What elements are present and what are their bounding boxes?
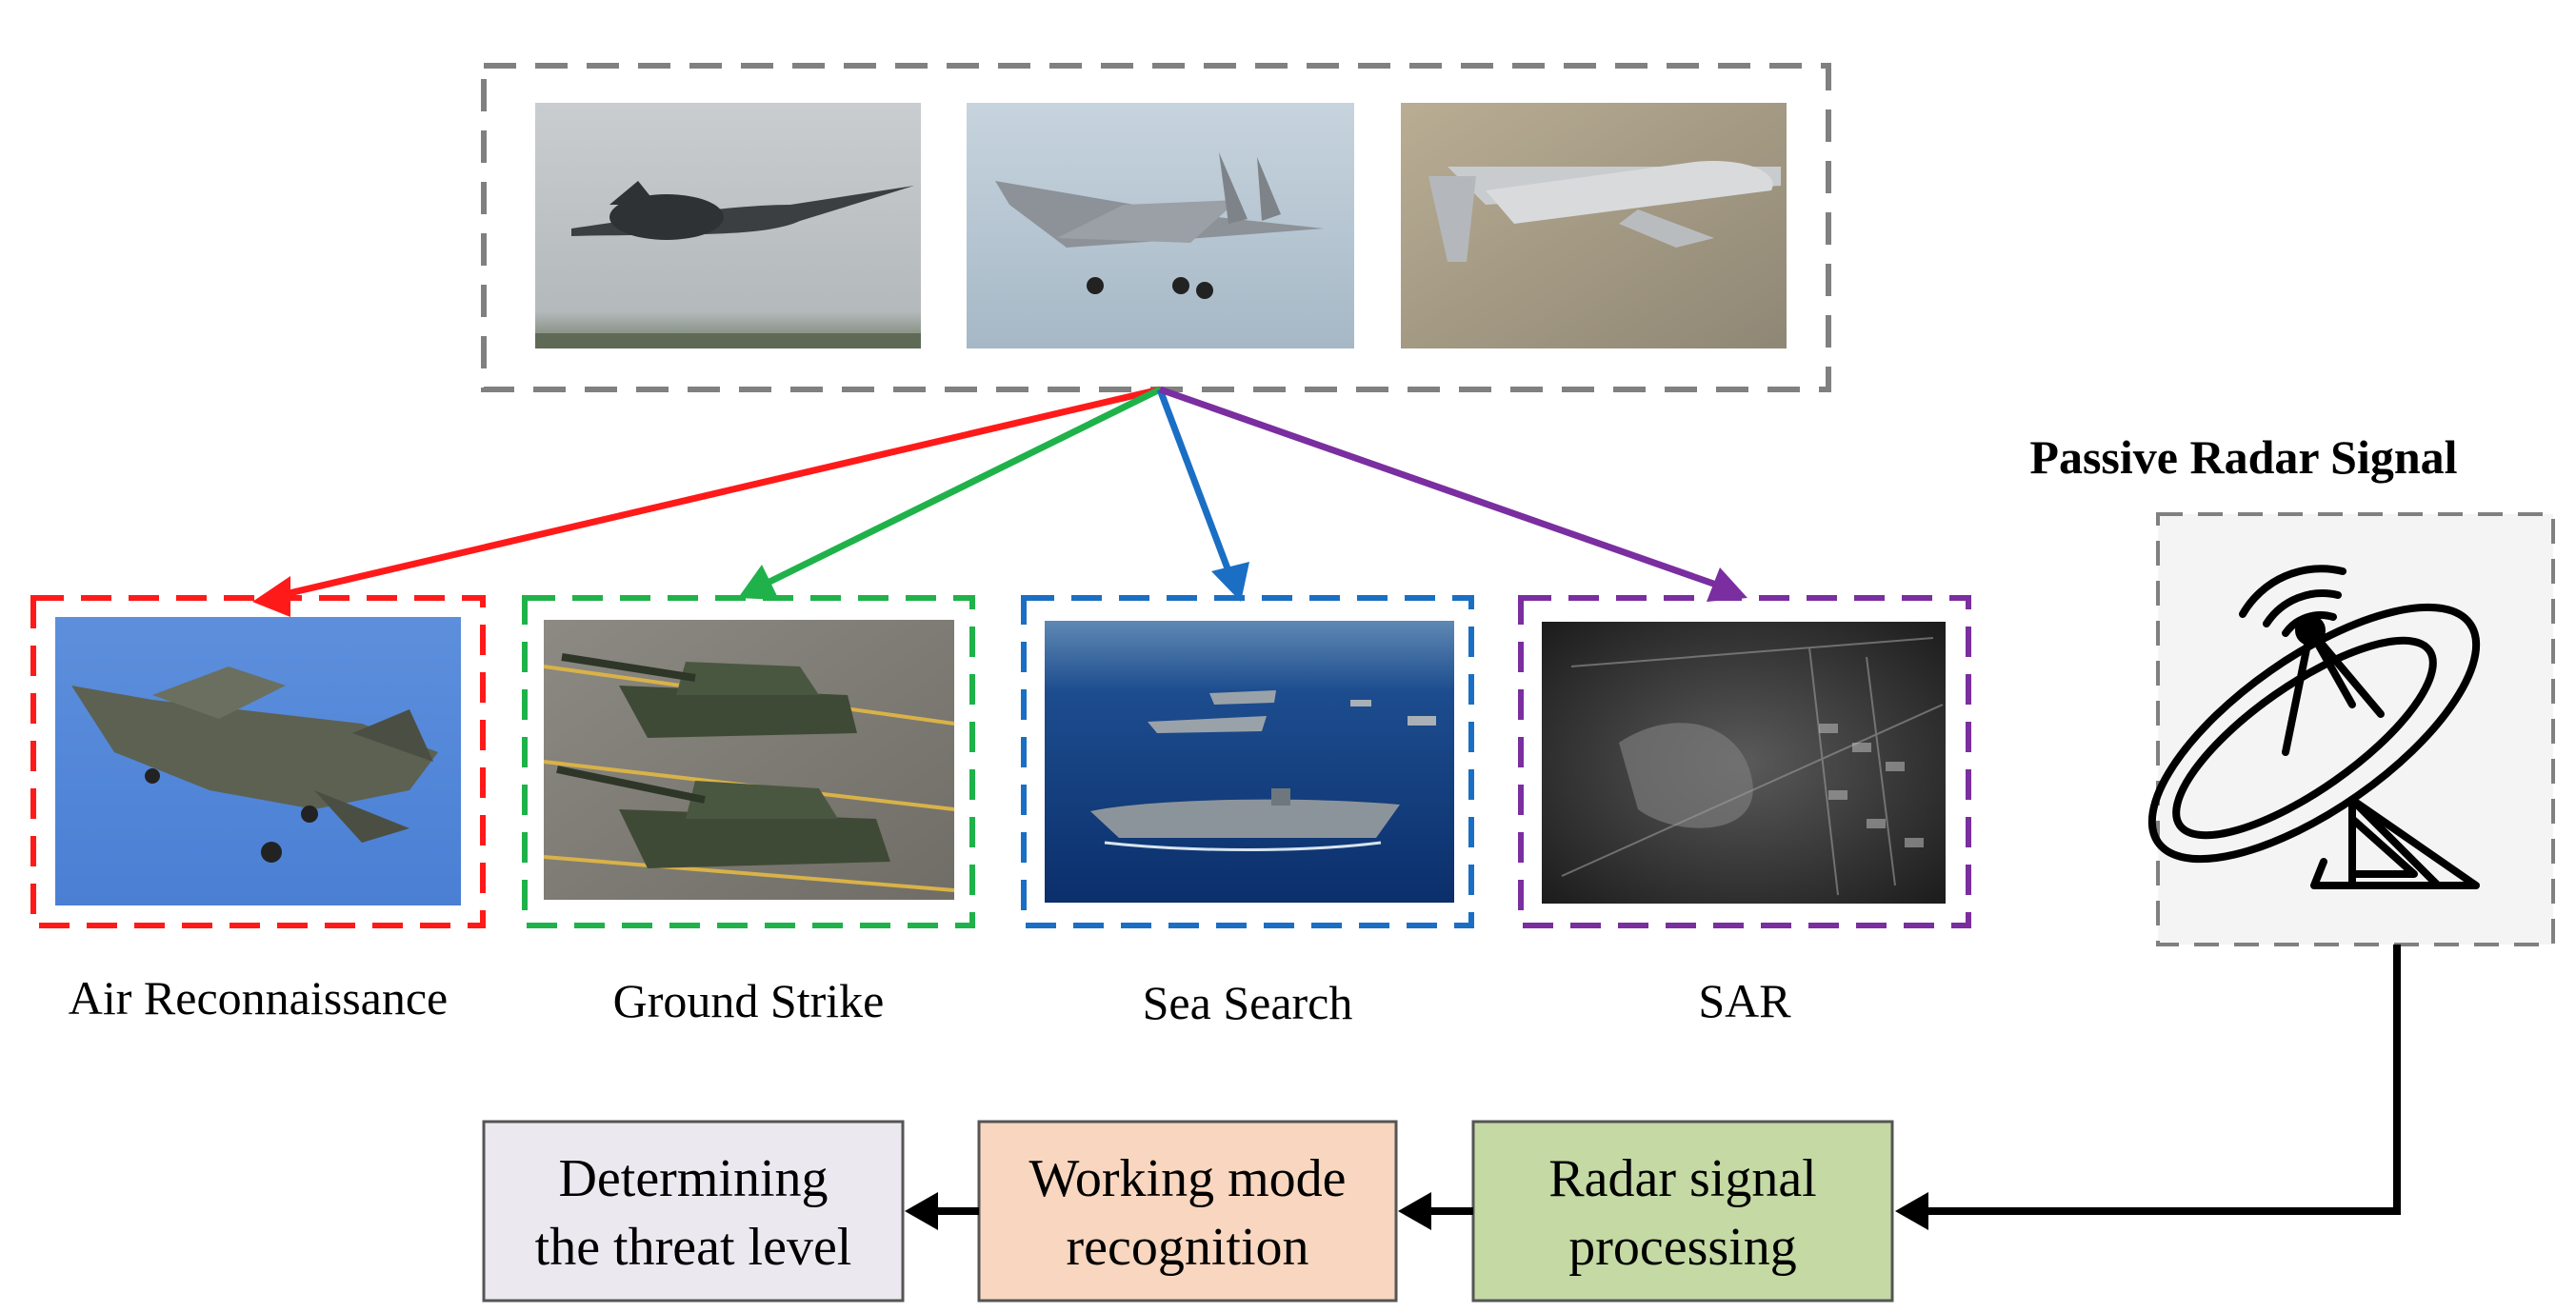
mode-label-sar: SAR [1698, 974, 1791, 1027]
threat-line1: Determining [558, 1149, 828, 1208]
flow-arrowheads [905, 1192, 1928, 1230]
mode-label-air: Air Reconnaissance [69, 971, 448, 1025]
satellite-dish-icon [2147, 565, 2481, 889]
mode-air-reconnaissance [30, 595, 486, 928]
mode-sea-search [1021, 595, 1474, 928]
radar-title: Passive Radar Signal [2029, 430, 2457, 484]
processing-line2: processing [1568, 1218, 1797, 1277]
arrow-sar [1158, 386, 1721, 589]
arrow-air [280, 386, 1161, 599]
stealth-fighter-photo [55, 617, 461, 905]
mode-label-sea: Sea Search [1143, 976, 1353, 1029]
processing-line1: Radar signal [1548, 1149, 1816, 1208]
mode-border-sar [1518, 595, 1971, 928]
mode-border-ground [522, 595, 975, 928]
tanks-photo [543, 620, 955, 900]
mode-border-sea [1021, 595, 1474, 928]
arrow-ground [760, 386, 1162, 589]
mode-arrows [252, 386, 1747, 617]
predator-drone-photo [1401, 103, 1787, 348]
aircraft-carriers-photo [1045, 621, 1454, 903]
mode-label-ground: Ground Strike [613, 974, 885, 1027]
passive-radar: Passive Radar Signal [2029, 430, 2555, 946]
pipeline-threat-box: Determining the threat level [482, 1120, 905, 1303]
pipeline-working-mode-box: Working mode recognition [977, 1120, 1398, 1303]
fighter-jet-photo [967, 103, 1354, 348]
global-hawk-uav-photo [535, 103, 921, 348]
mode-sar [1518, 595, 1971, 928]
mode-border-air [30, 595, 486, 928]
source-aircraft-group [481, 63, 1831, 392]
flow-arrows [935, 945, 2401, 1215]
arrow-sea [1156, 388, 1234, 578]
threat-line2: the threat level [535, 1218, 852, 1277]
mode-labels: Air Reconnaissance Ground Strike Sea Sea… [69, 971, 1792, 1029]
pipeline-processing-box: Radar signal processing [1471, 1120, 1894, 1303]
sar-image [1542, 622, 1946, 904]
working-line2: recognition [1066, 1218, 1308, 1277]
mode-ground-strike [522, 595, 975, 928]
working-line1: Working mode [1029, 1149, 1347, 1208]
arrow-radar-to-processing [1924, 945, 2401, 1215]
